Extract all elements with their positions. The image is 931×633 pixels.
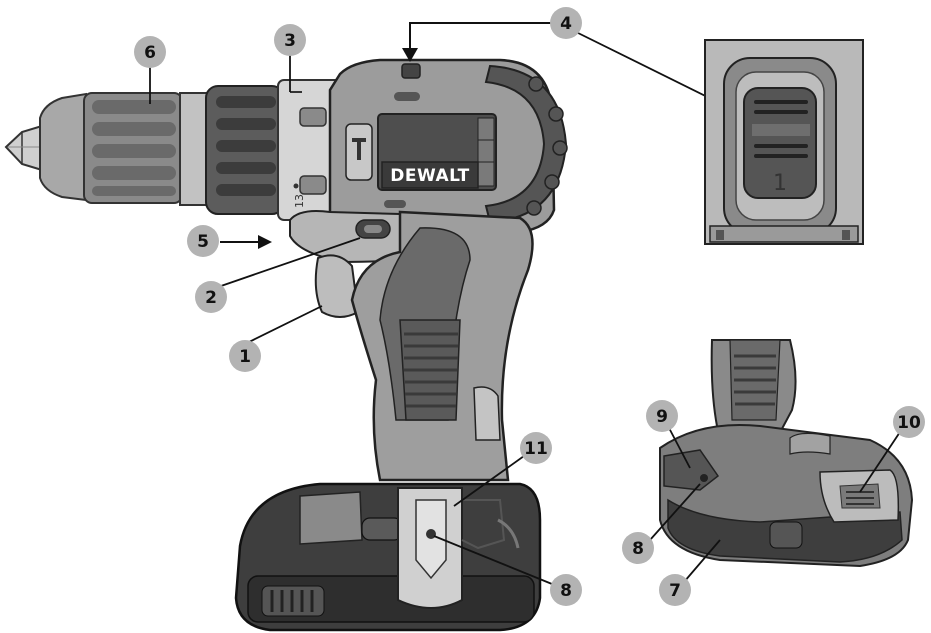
chuck-sleeve — [39, 92, 209, 206]
speed-switch-inset: 1 — [704, 39, 864, 245]
callout-6-label: 6 — [144, 43, 156, 63]
brand-logo: DEWALT — [390, 166, 469, 186]
motor-housing: DEWALT — [328, 58, 568, 234]
arrow-5 — [220, 235, 272, 249]
callout-10-label: 10 — [897, 413, 921, 433]
callout-7-label: 7 — [669, 581, 681, 601]
battery-pack — [234, 482, 542, 632]
callout-5: 5 — [187, 225, 219, 257]
callout-9: 9 — [646, 400, 678, 432]
callout-2-label: 2 — [205, 288, 217, 308]
callout-8b: 8 — [622, 532, 654, 564]
callout-4-label: 4 — [560, 14, 572, 34]
belt-clip — [397, 487, 520, 609]
callout-8b-label: 8 — [632, 539, 644, 559]
callout-8a-label: 8 — [560, 581, 572, 601]
drill-main: 13 DEWALT — [4, 22, 771, 632]
callout-8a: 8 — [550, 574, 582, 606]
handle — [350, 210, 534, 482]
leader-11 — [453, 455, 525, 507]
callout-1-label: 1 — [239, 347, 251, 367]
callout-3-label: 3 — [284, 31, 296, 51]
leader-9 — [667, 425, 691, 469]
callout-2: 2 — [195, 281, 227, 313]
leader-8a — [433, 535, 553, 585]
callout-6: 6 — [134, 36, 166, 68]
leader-10 — [859, 431, 901, 493]
chuck-tip — [4, 124, 43, 172]
chuck-marking: 13 — [293, 194, 306, 208]
leader-8b — [649, 483, 701, 541]
callout-4: 4 — [550, 7, 582, 39]
callout-5-label: 5 — [197, 232, 209, 252]
leader-7 — [683, 539, 721, 583]
clutch-collar: 13 — [205, 79, 347, 221]
trigger-area — [289, 210, 408, 318]
callout-11: 11 — [520, 432, 552, 464]
arrow-4 — [402, 22, 554, 62]
switch-marking: 1 — [773, 171, 787, 196]
callout-1: 1 — [229, 340, 261, 372]
callout-7: 7 — [659, 574, 691, 606]
leader-1 — [244, 305, 323, 345]
battery-detail — [649, 339, 914, 583]
callout-3: 3 — [274, 24, 306, 56]
callout-11-label: 11 — [524, 439, 548, 459]
callout-9-label: 9 — [656, 407, 668, 427]
leader-2 — [220, 237, 361, 287]
callout-10: 10 — [893, 406, 925, 438]
